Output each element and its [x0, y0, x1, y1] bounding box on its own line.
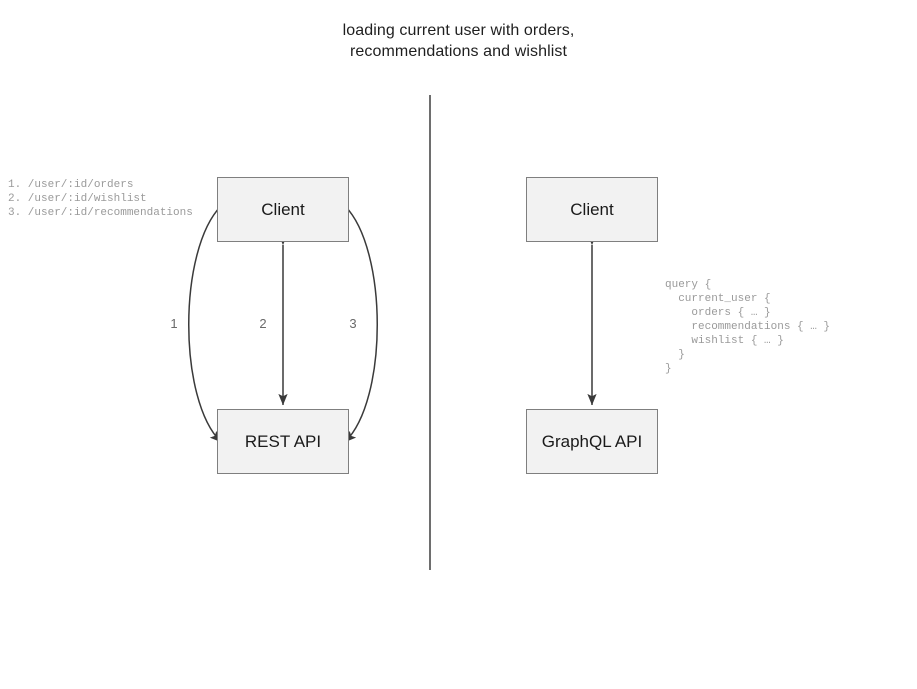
rest-edge-label-1: 1	[170, 316, 178, 331]
node-rest-api-label: REST API	[244, 431, 322, 451]
node-graphql-api[interactable]: GraphQL API	[526, 409, 658, 474]
graphql-query-snippet: query { current_user { orders { … } reco…	[665, 279, 831, 375]
rest-edge-label-3: 3	[349, 316, 357, 331]
vertical-divider	[429, 95, 431, 570]
node-graphql-client-label: Client	[570, 199, 614, 219]
node-rest-client[interactable]: Client	[217, 177, 349, 242]
rest-edge-label-2: 2	[259, 316, 267, 331]
rest-endpoint-list: 1. /user/:id/orders 2. /user/:id/wishlis…	[8, 179, 193, 219]
node-graphql-api-label: GraphQL API	[541, 431, 643, 451]
node-graphql-client[interactable]: Client	[526, 177, 658, 242]
node-rest-client-label: Client	[261, 199, 305, 219]
diagram-title: loading current user with orders, recomm…	[342, 22, 575, 60]
node-rest-api[interactable]: REST API	[217, 409, 349, 474]
